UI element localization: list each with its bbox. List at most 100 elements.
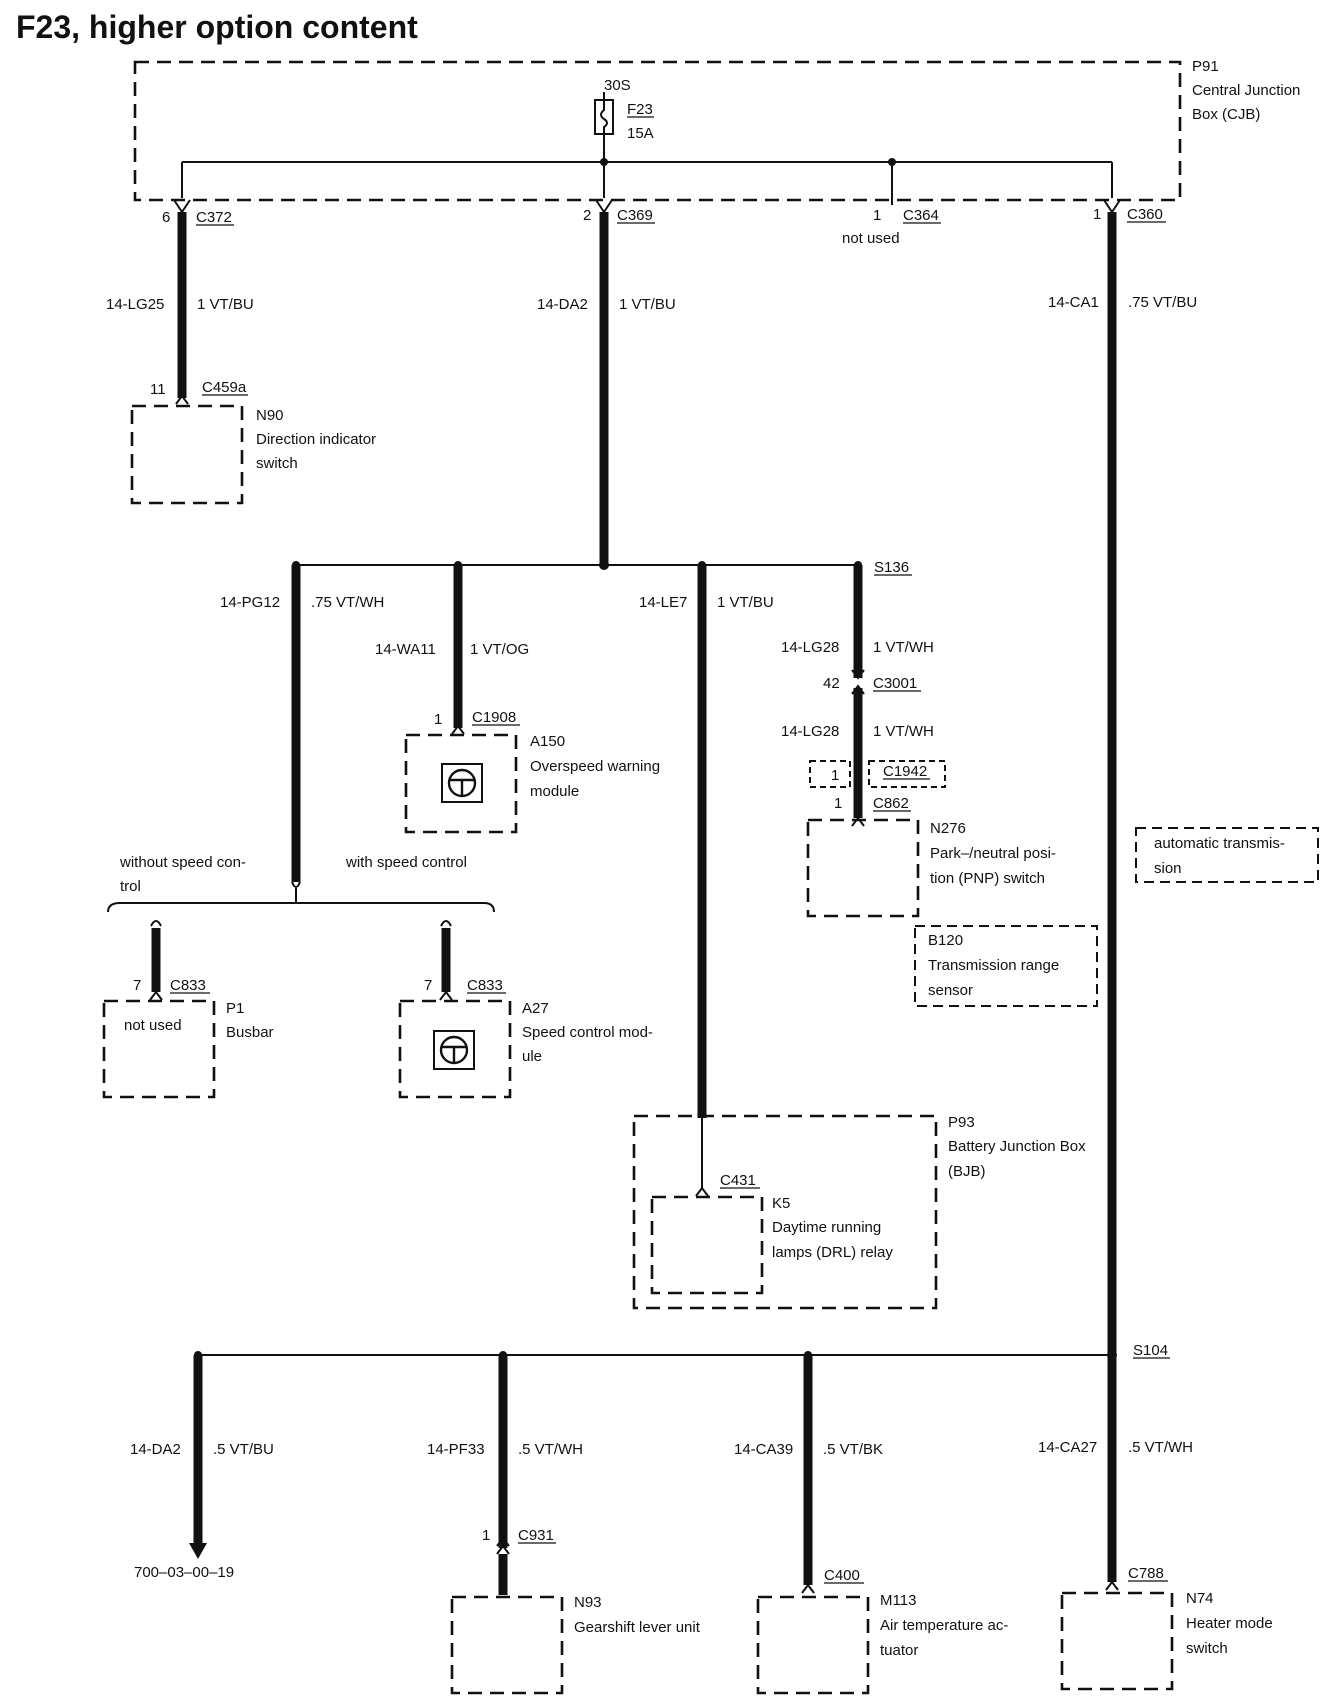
note-line-1: automatic transmis-: [1154, 835, 1285, 852]
component-inner-note: not used: [124, 1017, 182, 1034]
component-ref: K5: [772, 1195, 790, 1212]
connector-id: C400: [824, 1567, 860, 1584]
connector-c931: 1 C931: [482, 1527, 556, 1555]
component-ref: N276: [930, 820, 966, 837]
component-label-2: switch: [256, 455, 298, 472]
wire-circuit: 14-LG28: [781, 639, 839, 656]
central-junction-box: P91 Central Junction Box (CJB) 30S F23 1…: [133, 58, 1300, 205]
connector-c360: 1 C360: [1093, 199, 1166, 223]
component-label-1: Heater mode: [1186, 1615, 1273, 1632]
cjb-outline: [133, 60, 1182, 202]
component-ref: N74: [1186, 1590, 1214, 1607]
splice-s104: S104: [1133, 1342, 1168, 1359]
component-m113: M113 Air temperature ac- tuator: [756, 1592, 1008, 1695]
component-n90: N90 Direction indicator switch: [130, 404, 376, 505]
component-label-2: (BJB): [948, 1163, 986, 1180]
connector-id: C1942: [883, 763, 927, 780]
component-label-1: Transmission range: [928, 957, 1059, 974]
component-a27: A27 Speed control mod- ule: [398, 999, 653, 1099]
connector-c400: C400: [801, 1567, 864, 1594]
component-label-2: lamps (DRL) relay: [772, 1244, 893, 1261]
connector-pin: 1: [831, 767, 839, 784]
wire-circuit: 14-CA1: [1048, 294, 1099, 311]
component-label-1: Busbar: [226, 1024, 274, 1041]
cjb-ref: P91: [1192, 58, 1219, 75]
speed-control-bracket: [107, 902, 495, 913]
connector-pin: 11: [150, 381, 166, 398]
wire-circuit: 14-DA2: [130, 1441, 181, 1458]
component-label-1: Battery Junction Box: [948, 1138, 1086, 1155]
steering-wheel-icon: [433, 1030, 475, 1070]
note-automatic-transmission: automatic transmis- sion: [1135, 827, 1319, 883]
wire-circuit: 14-LG28: [781, 723, 839, 740]
component-label-2: switch: [1186, 1640, 1228, 1657]
cjb-label-2: Box (CJB): [1192, 106, 1260, 123]
wire-circuit: 14-CA27: [1038, 1439, 1097, 1456]
connector-c3001: 42 C3001: [823, 669, 921, 695]
connector-id: C1908: [472, 709, 516, 726]
connector-id: C833: [467, 977, 503, 994]
connector-c1942: 1 C1942: [809, 760, 946, 788]
connector-c788: C788: [1105, 1565, 1168, 1591]
component-label-1: Air temperature ac-: [880, 1617, 1008, 1634]
connector-c833-p1: 7 C833: [133, 977, 210, 1001]
component-ref: B120: [928, 932, 963, 949]
connector-id: C459a: [202, 379, 247, 396]
wire-spec: 1 VT/BU: [717, 594, 774, 611]
wire-spec: .75 VT/BU: [1128, 294, 1197, 311]
component-a150: A150 Overspeed warning module: [404, 733, 660, 834]
connector-c372: 6 C372: [162, 199, 234, 226]
connector-pin: 1: [1093, 206, 1101, 223]
cjb-feed-label: 30S: [604, 77, 631, 94]
connector-c431: C431: [695, 1172, 760, 1197]
connector-id: C3001: [873, 675, 917, 692]
wire-spec: .5 VT/BK: [823, 1441, 883, 1458]
wire-spec: 1 VT/BU: [619, 296, 676, 313]
page-title: F23, higher option content: [16, 9, 418, 45]
wire-circuit: 14-PF33: [427, 1441, 485, 1458]
connector-note: not used: [842, 230, 900, 247]
component-label-1: Gearshift lever unit: [574, 1619, 701, 1636]
wire-circuit: 14-CA39: [734, 1441, 793, 1458]
continuation-arrow-icon: [189, 1543, 207, 1559]
connector-pin: 1: [834, 795, 842, 812]
connector-c364: 1 C364 not used: [842, 207, 941, 247]
connector-id: C431: [720, 1172, 756, 1189]
wire-spec: 1 VT/OG: [470, 641, 529, 658]
connector-id: C833: [170, 977, 206, 994]
component-ref: M113: [880, 1592, 916, 1609]
component-ref: A150: [530, 733, 565, 750]
steering-wheel-icon: [441, 763, 483, 803]
component-label-1: Daytime running: [772, 1219, 881, 1236]
component-n93: N93 Gearshift lever unit: [450, 1594, 701, 1695]
note-line-2: sion: [1154, 860, 1182, 877]
connector-id: C372: [196, 209, 232, 226]
component-label-2: module: [530, 783, 579, 800]
wire-circuit: 14-WA11: [375, 641, 436, 658]
note-without-speed-control-1: without speed con-: [119, 854, 246, 871]
splice-s136: S136: [874, 559, 909, 576]
connector-id: C360: [1127, 206, 1163, 223]
component-label-2: sensor: [928, 982, 973, 999]
connector-pin: 7: [133, 977, 141, 994]
connector-id: C862: [873, 795, 909, 812]
component-p93: P93 Battery Junction Box (BJB): [632, 1114, 1086, 1310]
wire-circuit: 14-LG25: [106, 296, 164, 313]
connector-pin: 1: [873, 207, 881, 224]
wire-circuit: 14-PG12: [220, 594, 280, 611]
connector-c1908: 1 C1908: [434, 709, 520, 735]
component-ref: A27: [522, 1000, 549, 1017]
connector-c369: 2 C369: [583, 199, 655, 224]
wire-spec: .5 VT/WH: [1128, 1439, 1193, 1456]
component-n276: N276 Park–/neutral posi- tion (PNP) swit…: [806, 818, 1056, 918]
connector-pin: 1: [434, 711, 442, 728]
connector-id: C364: [903, 207, 939, 224]
wire-spec: 1 VT/BU: [197, 296, 254, 313]
wire-spec: .75 VT/WH: [311, 594, 384, 611]
wire-spec: .5 VT/WH: [518, 1441, 583, 1458]
component-label-1: Overspeed warning: [530, 758, 660, 775]
connector-c862: 1 C862: [834, 795, 911, 827]
component-p1: not used P1 Busbar: [102, 999, 274, 1099]
component-ref: P93: [948, 1114, 975, 1131]
